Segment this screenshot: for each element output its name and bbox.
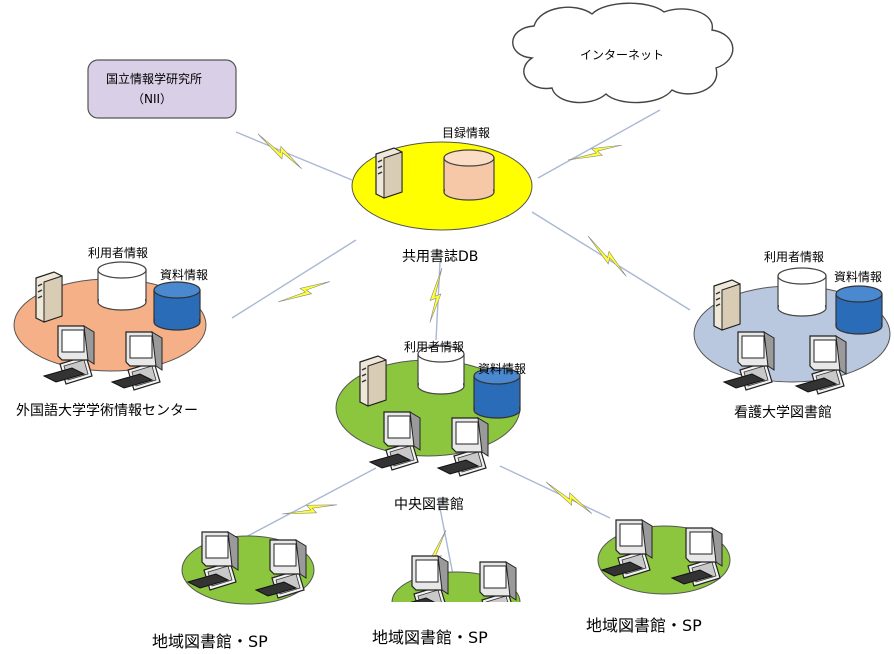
server-icon bbox=[375, 147, 403, 199]
foreign-univ-label: 外国語大学学術情報センター bbox=[16, 403, 198, 419]
server-icon bbox=[35, 271, 63, 323]
nursing-univ-label: 看護大学図書館 bbox=[734, 405, 832, 421]
nii-label-line2: （NII） bbox=[132, 92, 173, 106]
shared-db-label: 共用書誌DB bbox=[402, 249, 479, 265]
lightning-bolt-icon bbox=[252, 133, 308, 170]
central-library-label: 中央図書館 bbox=[394, 497, 464, 513]
material-database-icon bbox=[153, 281, 201, 331]
server-icon bbox=[359, 355, 387, 407]
catalog-database-icon bbox=[443, 149, 495, 201]
lightning-bolt-icon bbox=[281, 491, 338, 528]
lightning-bolt-icon bbox=[277, 269, 331, 314]
regional-library-label-2: 地域図書館・SP bbox=[372, 628, 488, 647]
foreign-user-db-label: 利用者情報 bbox=[88, 246, 149, 260]
nii-box bbox=[87, 59, 237, 119]
server-icon bbox=[713, 279, 741, 331]
lightning-bolt-icon bbox=[427, 267, 445, 323]
central-user-db-label: 利用者情報 bbox=[404, 340, 465, 354]
lightning-bolt-icon bbox=[540, 481, 598, 514]
regional-library-label-3: 地域図書館・SP bbox=[586, 616, 702, 635]
regional-node-2 bbox=[391, 555, 521, 602]
material-database-icon bbox=[473, 367, 521, 419]
regional-library-label-1: 地域図書館・SP bbox=[152, 632, 268, 651]
foreign-material-db-label: 資料情報 bbox=[160, 268, 209, 282]
nii-label-line1: 国立情報学研究所 bbox=[106, 72, 203, 86]
lightning-bolt-icon bbox=[567, 132, 623, 173]
user-database-icon bbox=[777, 267, 827, 317]
nursing-material-db-label: 資料情報 bbox=[834, 270, 883, 284]
central-material-db-label: 資料情報 bbox=[478, 362, 527, 376]
user-database-icon bbox=[417, 345, 465, 395]
material-database-icon bbox=[835, 285, 883, 335]
user-database-icon bbox=[97, 261, 147, 311]
catalog-db-label: 目録情報 bbox=[442, 126, 491, 140]
internet-label: インターネット bbox=[580, 48, 665, 62]
nursing-user-db-label: 利用者情報 bbox=[764, 250, 825, 264]
internet-cloud-icon bbox=[512, 2, 734, 104]
